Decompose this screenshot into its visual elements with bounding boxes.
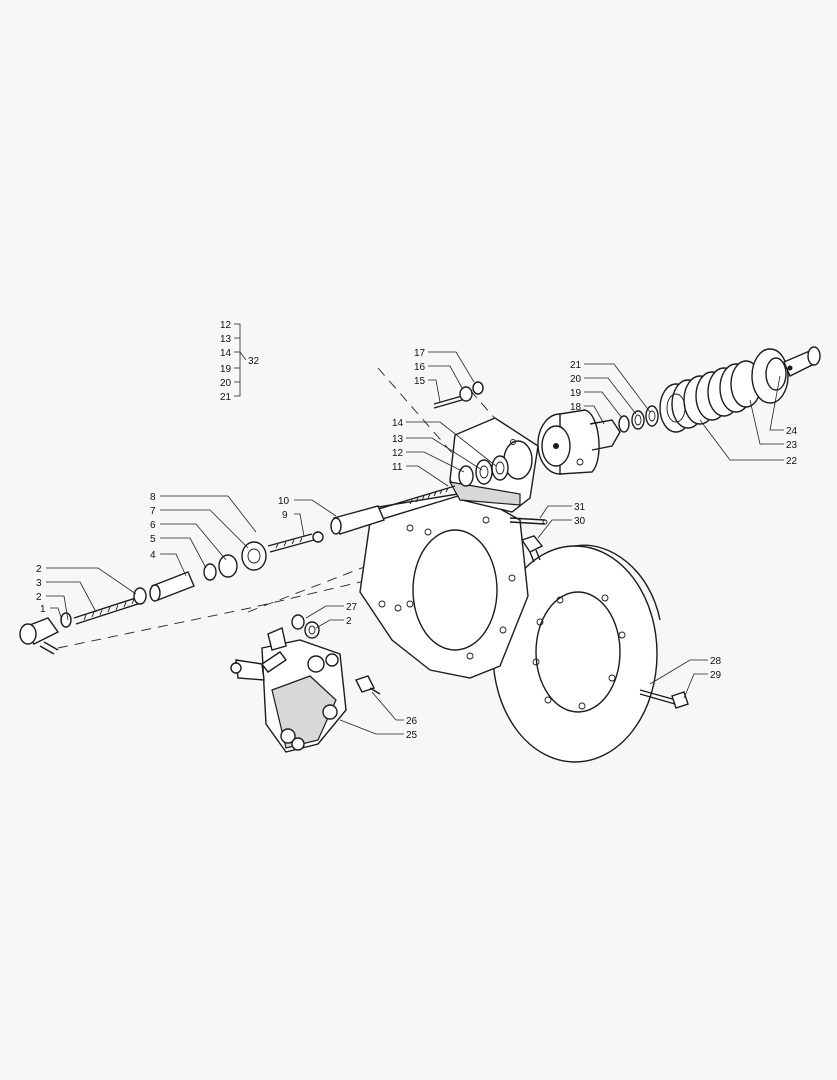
callout-29: 29 — [710, 670, 722, 681]
adjusting-pin[interactable] — [783, 346, 821, 377]
callout-2-mid: 2 — [36, 592, 42, 603]
callout-3: 3 — [36, 578, 42, 589]
plate-bolt[interactable] — [520, 535, 544, 563]
callout-22: 22 — [786, 456, 798, 467]
threaded-rod[interactable] — [73, 587, 147, 625]
callout-31: 31 — [574, 502, 586, 513]
washer-set-left[interactable] — [458, 455, 509, 487]
callout-13: 13 — [392, 434, 404, 445]
brake-disc[interactable] — [492, 544, 661, 763]
callout-8: 8 — [150, 492, 156, 503]
callout-32: 32 — [248, 356, 260, 367]
callout-32-14: 14 — [220, 348, 232, 359]
locknut-set[interactable] — [203, 541, 267, 581]
callout-32-21: 21 — [220, 392, 232, 403]
callout-2-low: 2 — [346, 616, 352, 627]
callout-21: 21 — [570, 360, 582, 371]
compression-spring[interactable] — [659, 360, 762, 433]
callout-25: 25 — [406, 730, 418, 741]
callout-26: 26 — [406, 716, 418, 727]
callout-10: 10 — [278, 496, 290, 507]
callout-1: 1 — [40, 604, 46, 615]
callout-11: 11 — [392, 462, 403, 473]
caliper-bolt[interactable] — [355, 675, 381, 695]
callout-32-20: 20 — [220, 378, 232, 389]
callout-20: 20 — [570, 374, 582, 385]
caliper-washers[interactable] — [291, 614, 320, 639]
pull-rod[interactable] — [330, 485, 459, 535]
ball-joint-end[interactable] — [267, 531, 324, 553]
callout-labels: 12 13 14 19 20 21 32 17 16 15 14 13 12 1… — [36, 320, 798, 741]
callout-4: 4 — [150, 550, 156, 561]
callout-15: 15 — [414, 376, 426, 387]
bracket-bolt[interactable] — [433, 381, 484, 409]
spring-cup[interactable] — [751, 348, 789, 404]
callout-32-13: 13 — [220, 334, 232, 345]
callout-30: 30 — [574, 516, 586, 527]
callout-12: 12 — [392, 448, 404, 459]
callout-14: 14 — [392, 418, 404, 429]
mounting-plate[interactable] — [359, 417, 539, 679]
callout-32-12: 12 — [220, 320, 232, 331]
callout-16: 16 — [414, 362, 426, 373]
callout-27: 27 — [346, 602, 358, 613]
callout-5: 5 — [150, 534, 156, 545]
callout-23: 23 — [786, 440, 798, 451]
plate-bolt-holes — [378, 516, 516, 660]
spring-housing[interactable] — [537, 409, 621, 475]
sleeve[interactable] — [149, 571, 195, 602]
callout-7: 7 — [150, 506, 156, 517]
callout-32-19: 19 — [220, 364, 232, 375]
clevis-end[interactable] — [19, 612, 72, 655]
callout-18: 18 — [570, 402, 582, 413]
callout-19: 19 — [570, 388, 582, 399]
washer-set-right[interactable] — [618, 405, 659, 433]
callout-9: 9 — [282, 510, 288, 521]
disc-bolt-holes — [532, 594, 626, 710]
leader-lines — [46, 323, 784, 735]
callout-6: 6 — [150, 520, 156, 531]
callout-2-top: 2 — [36, 564, 42, 575]
callout-28: 28 — [710, 656, 722, 667]
disc-bolt[interactable] — [639, 689, 689, 709]
callout-24: 24 — [786, 426, 798, 437]
callout-17: 17 — [414, 348, 426, 359]
pin[interactable] — [509, 517, 548, 525]
brake-caliper[interactable] — [230, 627, 347, 753]
